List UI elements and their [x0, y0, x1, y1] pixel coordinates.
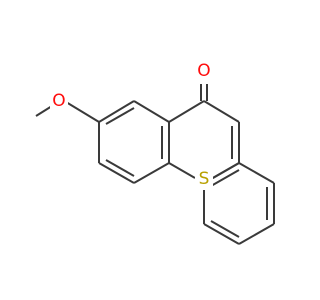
- carbonyl-oxygen-label: O: [197, 61, 210, 81]
- bond-oxygen-ring: [65, 101, 100, 123]
- bond-c8a-c8: [133, 162, 170, 184]
- bond-c4-c3: [203, 100, 240, 123]
- bond-ph5-ph1-double: [210, 169, 240, 187]
- bond-c6-c5-double: [105, 107, 135, 125]
- bond-methyl-oxygen: [35, 105, 53, 117]
- bond-c4a-c4: [168, 100, 205, 123]
- bond-group: [35, 84, 275, 245]
- bond-c8-c7-double: [105, 159, 135, 177]
- methoxy-oxygen-label: O: [52, 91, 65, 111]
- bond-c6-c5: [98, 100, 135, 123]
- atom-labels: O S O: [50, 60, 213, 190]
- sulfur-label: S: [199, 169, 210, 189]
- bond-sulfur-c8a: [168, 162, 196, 179]
- bond-ph2-ph3: [238, 223, 275, 245]
- molecule-structure-diagram: O S O: [35, 60, 275, 245]
- bond-ph3-ph4-double: [210, 220, 240, 238]
- bond-ph3-ph4: [203, 223, 240, 245]
- bond-c2-phenyl: [238, 162, 275, 184]
- bond-c5-c4a: [133, 100, 170, 123]
- bond-c8-c7: [98, 162, 135, 184]
